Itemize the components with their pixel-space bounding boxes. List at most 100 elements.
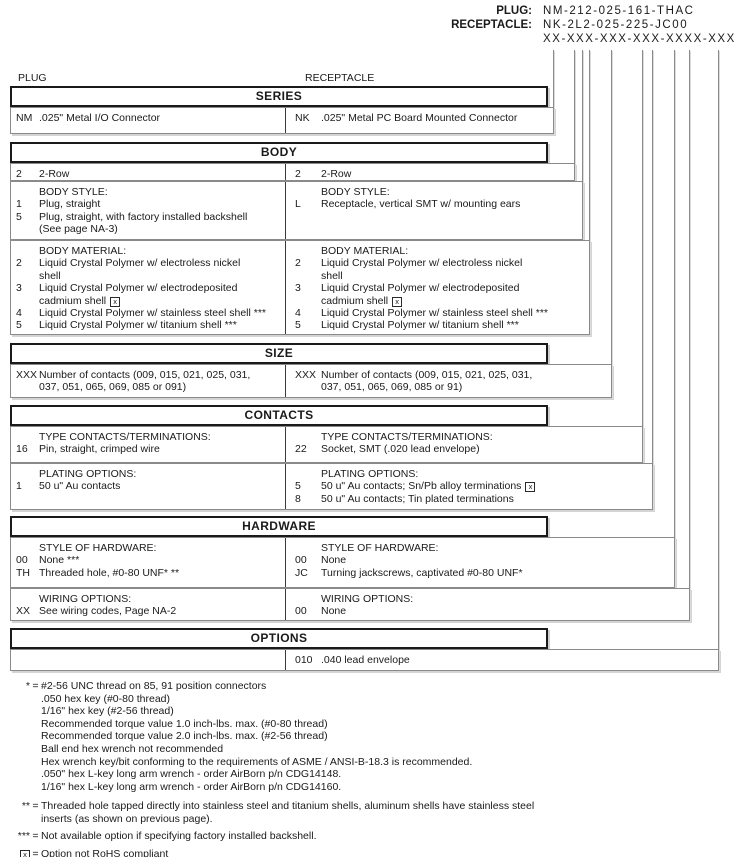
footnote-line: ***=Not available option if specifying f… <box>0 830 738 843</box>
right-column: 2 2-Row <box>287 168 574 180</box>
footnote: *=#2-56 UNC thread on 85, 91 position co… <box>0 680 738 793</box>
option-text: Pin, straight, crimped wire <box>39 443 160 455</box>
option-text-line: Threaded hole, #0-80 UNF* ** <box>39 566 180 579</box>
section-header-series: SERIES <box>10 86 548 107</box>
option-code: 5 <box>295 480 301 493</box>
column-divider <box>285 589 286 620</box>
option-text-line: See wiring codes, Page NA-2 <box>39 605 177 618</box>
option-text: .040 lead envelope <box>321 654 410 666</box>
option-group-heading: BODY STYLE: <box>39 186 108 198</box>
option-text-line: Liquid Crystal Polymer w/ stainless stee… <box>39 307 267 320</box>
option-row: NK.025" Metal PC Board Mounted Connector <box>287 112 553 124</box>
option-text: Threaded hole, #0-80 UNF* ** <box>39 567 179 579</box>
option-text-line: 50 u" Au contacts <box>39 480 121 493</box>
column-divider <box>285 108 286 133</box>
footnote-line: *=#2-56 UNC thread on 85, 91 position co… <box>0 680 738 693</box>
option-text-line: Plug, straight, with factory installed b… <box>39 210 248 223</box>
connector-line <box>652 50 653 510</box>
option-row: JC Turning jackscrews, captivated #0-80 U… <box>287 567 674 579</box>
option-row: 2 2-Row <box>287 168 574 180</box>
footnote-symbol: x <box>0 848 30 857</box>
option-text: Liquid Crystal Polymer w/ stainless stee… <box>39 307 266 319</box>
option-code: 22 <box>295 443 307 456</box>
option-text-line: Liquid Crystal Polymer w/ stainless stee… <box>321 307 549 320</box>
connector-line <box>582 50 583 240</box>
option-text-line: Liquid Crystal Polymer w/ electrodeposit… <box>321 282 520 295</box>
option-text: 2-Row <box>321 168 351 180</box>
option-text-line: Liquid Crystal Polymer w/ electroless ni… <box>321 257 523 270</box>
connector-line <box>611 50 612 398</box>
not-rohs-icon: x <box>20 850 30 857</box>
option-row: 4 Liquid Crystal Polymer w/ stainless ste… <box>287 307 589 319</box>
option-code: 2 <box>16 168 22 180</box>
left-column: NM.025" Metal I/O Connector <box>11 112 285 124</box>
option-code: XXX <box>16 369 38 381</box>
option-code: 5 <box>16 210 22 223</box>
section-header-hardware: HARDWARE <box>10 516 548 537</box>
column-divider <box>285 365 286 397</box>
option-text-line: Turning jackscrews, captivated #0-80 UNF… <box>321 566 523 579</box>
option-row: NM.025" Metal I/O Connector <box>11 112 285 124</box>
column-divider <box>285 182 286 239</box>
option-text: .025" Metal I/O Connector <box>39 112 160 124</box>
option-row: 3 Liquid Crystal Polymer w/ electrodeposi… <box>287 282 589 307</box>
section-header-size: SIZE <box>10 343 548 364</box>
option-code: 5 <box>295 319 301 332</box>
option-text: None <box>321 605 346 617</box>
footnote-equals: = <box>32 680 39 692</box>
option-text-line: .025" Metal I/O Connector <box>39 112 161 124</box>
footnote-subline: Recommended torque value 2.0 inch-lbs. m… <box>41 730 328 743</box>
option-text-line: 2-Row <box>321 168 352 180</box>
option-text: Socket, SMT (.020 lead envelope) <box>321 443 480 455</box>
option-row: 22 Socket, SMT (.020 lead envelope) <box>287 443 642 455</box>
option-text: Liquid Crystal Polymer w/ electroless ni… <box>39 257 240 282</box>
column-divider <box>285 650 286 670</box>
option-text: 2-Row <box>39 168 69 180</box>
footnote-subline: 1/16" hex key (#2-56 thread) <box>41 705 174 718</box>
option-code: XXX <box>295 369 317 381</box>
option-code: JC <box>295 566 308 579</box>
right-column: NK.025" Metal PC Board Mounted Connector <box>287 112 553 124</box>
column-divider <box>285 241 286 334</box>
option-code: 00 <box>16 554 28 567</box>
option-code: 4 <box>295 307 301 320</box>
plug-part-number-value: NM-212-025-161-THAC <box>543 5 695 17</box>
footnote-text: #2-56 UNC thread on 85, 91 position conn… <box>41 680 267 692</box>
right-column: 010.040 lead envelope <box>287 654 718 666</box>
option-text: 50 u" Au contacts; Sn/Pb alloy terminati… <box>321 480 536 493</box>
not-rohs-icon: x <box>525 482 536 493</box>
footnote: ***=Not available option if specifying f… <box>0 830 738 843</box>
connector-line <box>574 50 575 181</box>
option-code: 3 <box>295 282 301 295</box>
footnote: x=Option not RoHS compliant <box>0 848 738 857</box>
not-rohs-icon: x <box>392 296 403 307</box>
option-group-heading: BODY MATERIAL: <box>39 245 127 257</box>
footnote-subline: Recommended torque value 1.0 inch-lbs. m… <box>41 717 328 730</box>
option-text: Liquid Crystal Polymer w/ stainless stee… <box>321 307 548 319</box>
option-code: 3 <box>16 282 22 295</box>
footnote-symbol: ** <box>21 800 30 813</box>
footnote-text: Option not RoHS compliant <box>41 848 169 857</box>
option-text-line: 50 u" Au contacts; Tin plated terminatio… <box>321 492 514 505</box>
option-group-heading: STYLE OF HARDWARE: <box>321 542 439 554</box>
option-code: 2 <box>295 168 301 180</box>
option-text-line: Receptacle, vertical SMT w/ mounting ear… <box>321 198 521 211</box>
option-text-line: shell <box>39 269 61 282</box>
section-block: 010.040 lead envelope <box>10 649 719 671</box>
option-text-line: Liquid Crystal Polymer w/ electroless ni… <box>39 257 241 270</box>
footnote-subline: Hex wrench key/bit conforming to the req… <box>41 755 473 768</box>
